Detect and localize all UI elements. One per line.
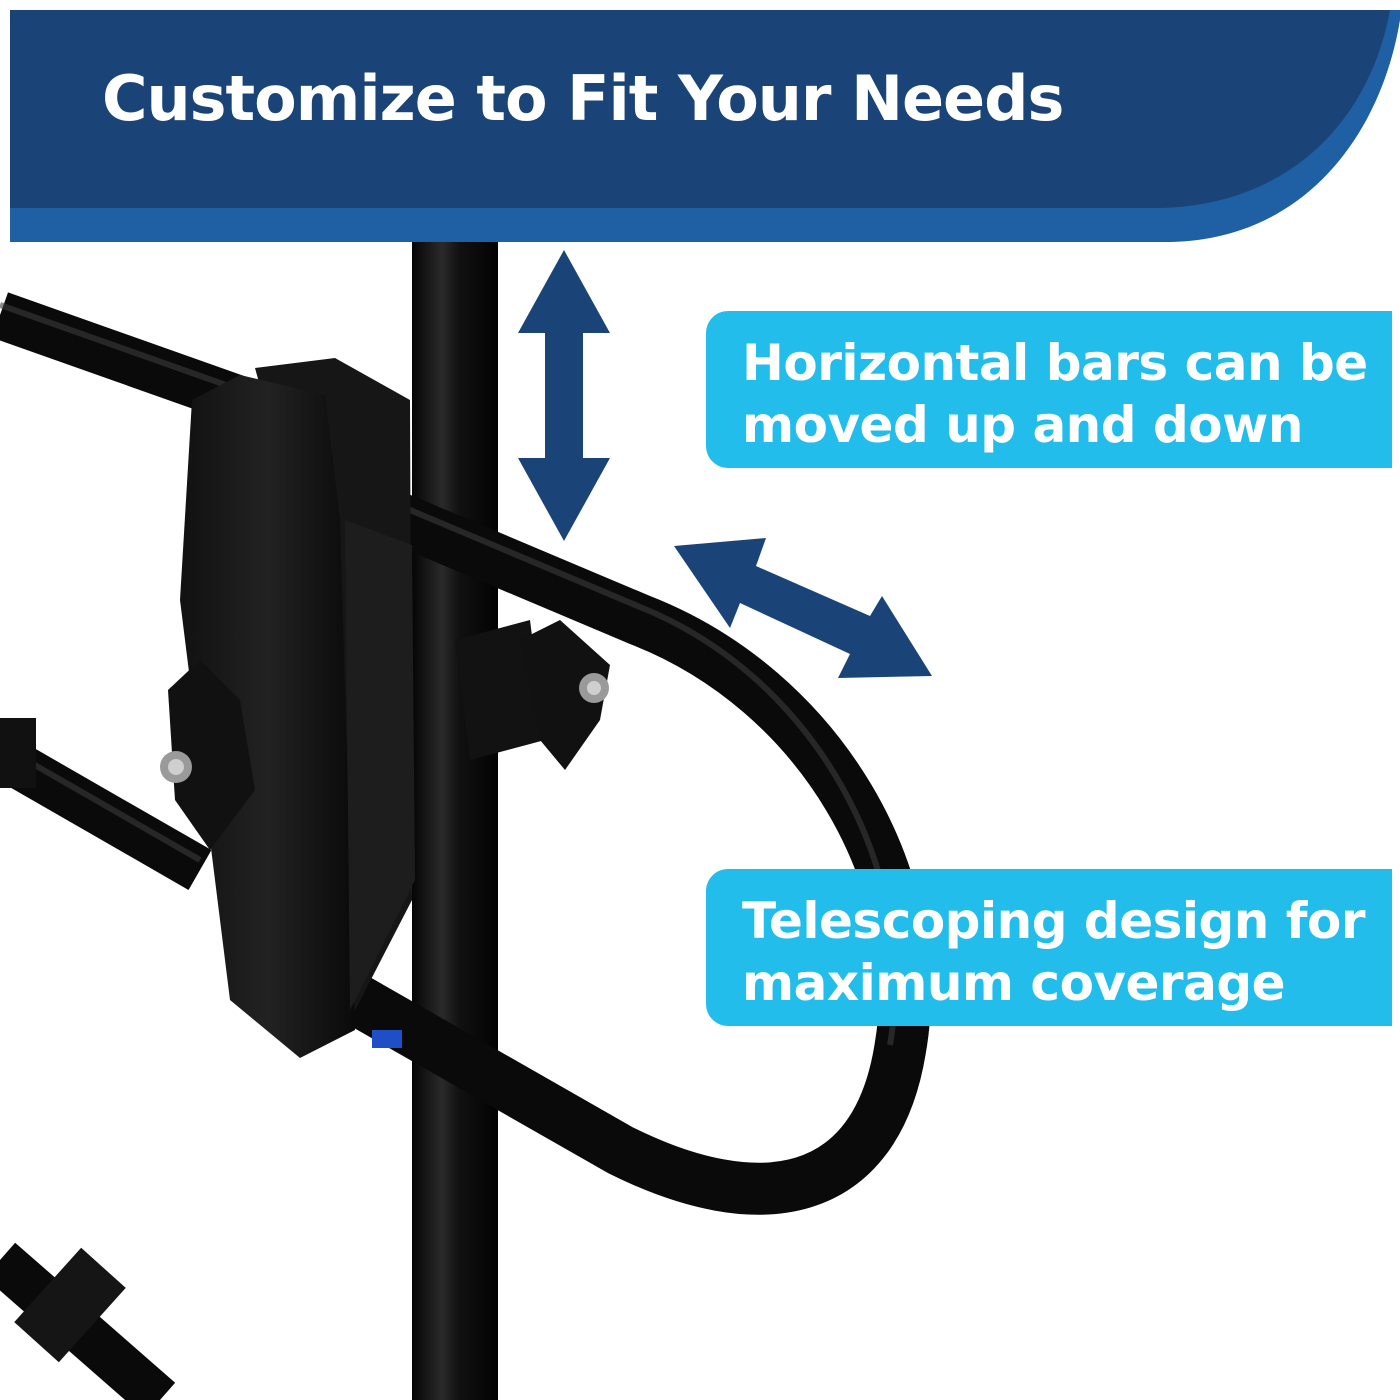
page-title: Customize to Fit Your Needs [102,62,1064,135]
callout-horizontal-line2: moved up and down [742,396,1303,454]
callout-telescoping-line1: Telescoping design for [742,892,1366,950]
pole-bracket [455,620,545,760]
right-wing-knob [520,620,610,770]
vertical-pole [412,230,498,1400]
u-loop-bar [294,459,931,1215]
callout-horizontal-bars: Horizontal bars can be moved up and down [706,311,1392,468]
callout-horizontal-line1: Horizontal bars can be [742,334,1368,392]
header-banner [10,10,1400,242]
callout-telescoping-design: Telescoping design for maximum coverage [706,869,1392,1026]
upper-left-bar [0,292,249,423]
left-wing-knob [168,660,255,850]
callout-telescoping-line2: maximum coverage [742,954,1286,1012]
clamp-body [180,375,355,1058]
header-band [10,10,1390,208]
